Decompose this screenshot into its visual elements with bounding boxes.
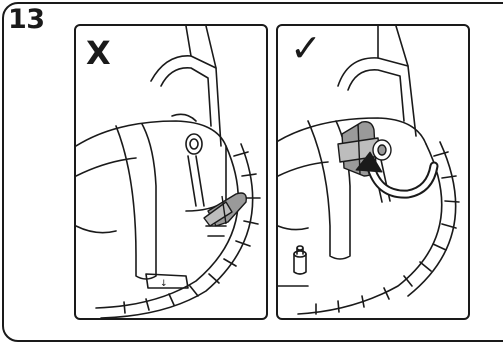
rotation-arrow bbox=[355, 151, 439, 199]
correct-assembly-drawing bbox=[278, 26, 460, 315]
correct-check-mark: ✓ bbox=[290, 26, 322, 70]
step-number: 13 bbox=[8, 4, 45, 35]
incorrect-assembly-drawing: ↓ bbox=[76, 26, 261, 318]
incorrect-illustration-panel: ↓ X bbox=[74, 24, 268, 320]
incorrect-mark: X bbox=[86, 34, 111, 72]
correct-illustration-panel: ✓ bbox=[276, 24, 470, 320]
svg-text:↓: ↓ bbox=[160, 279, 168, 289]
